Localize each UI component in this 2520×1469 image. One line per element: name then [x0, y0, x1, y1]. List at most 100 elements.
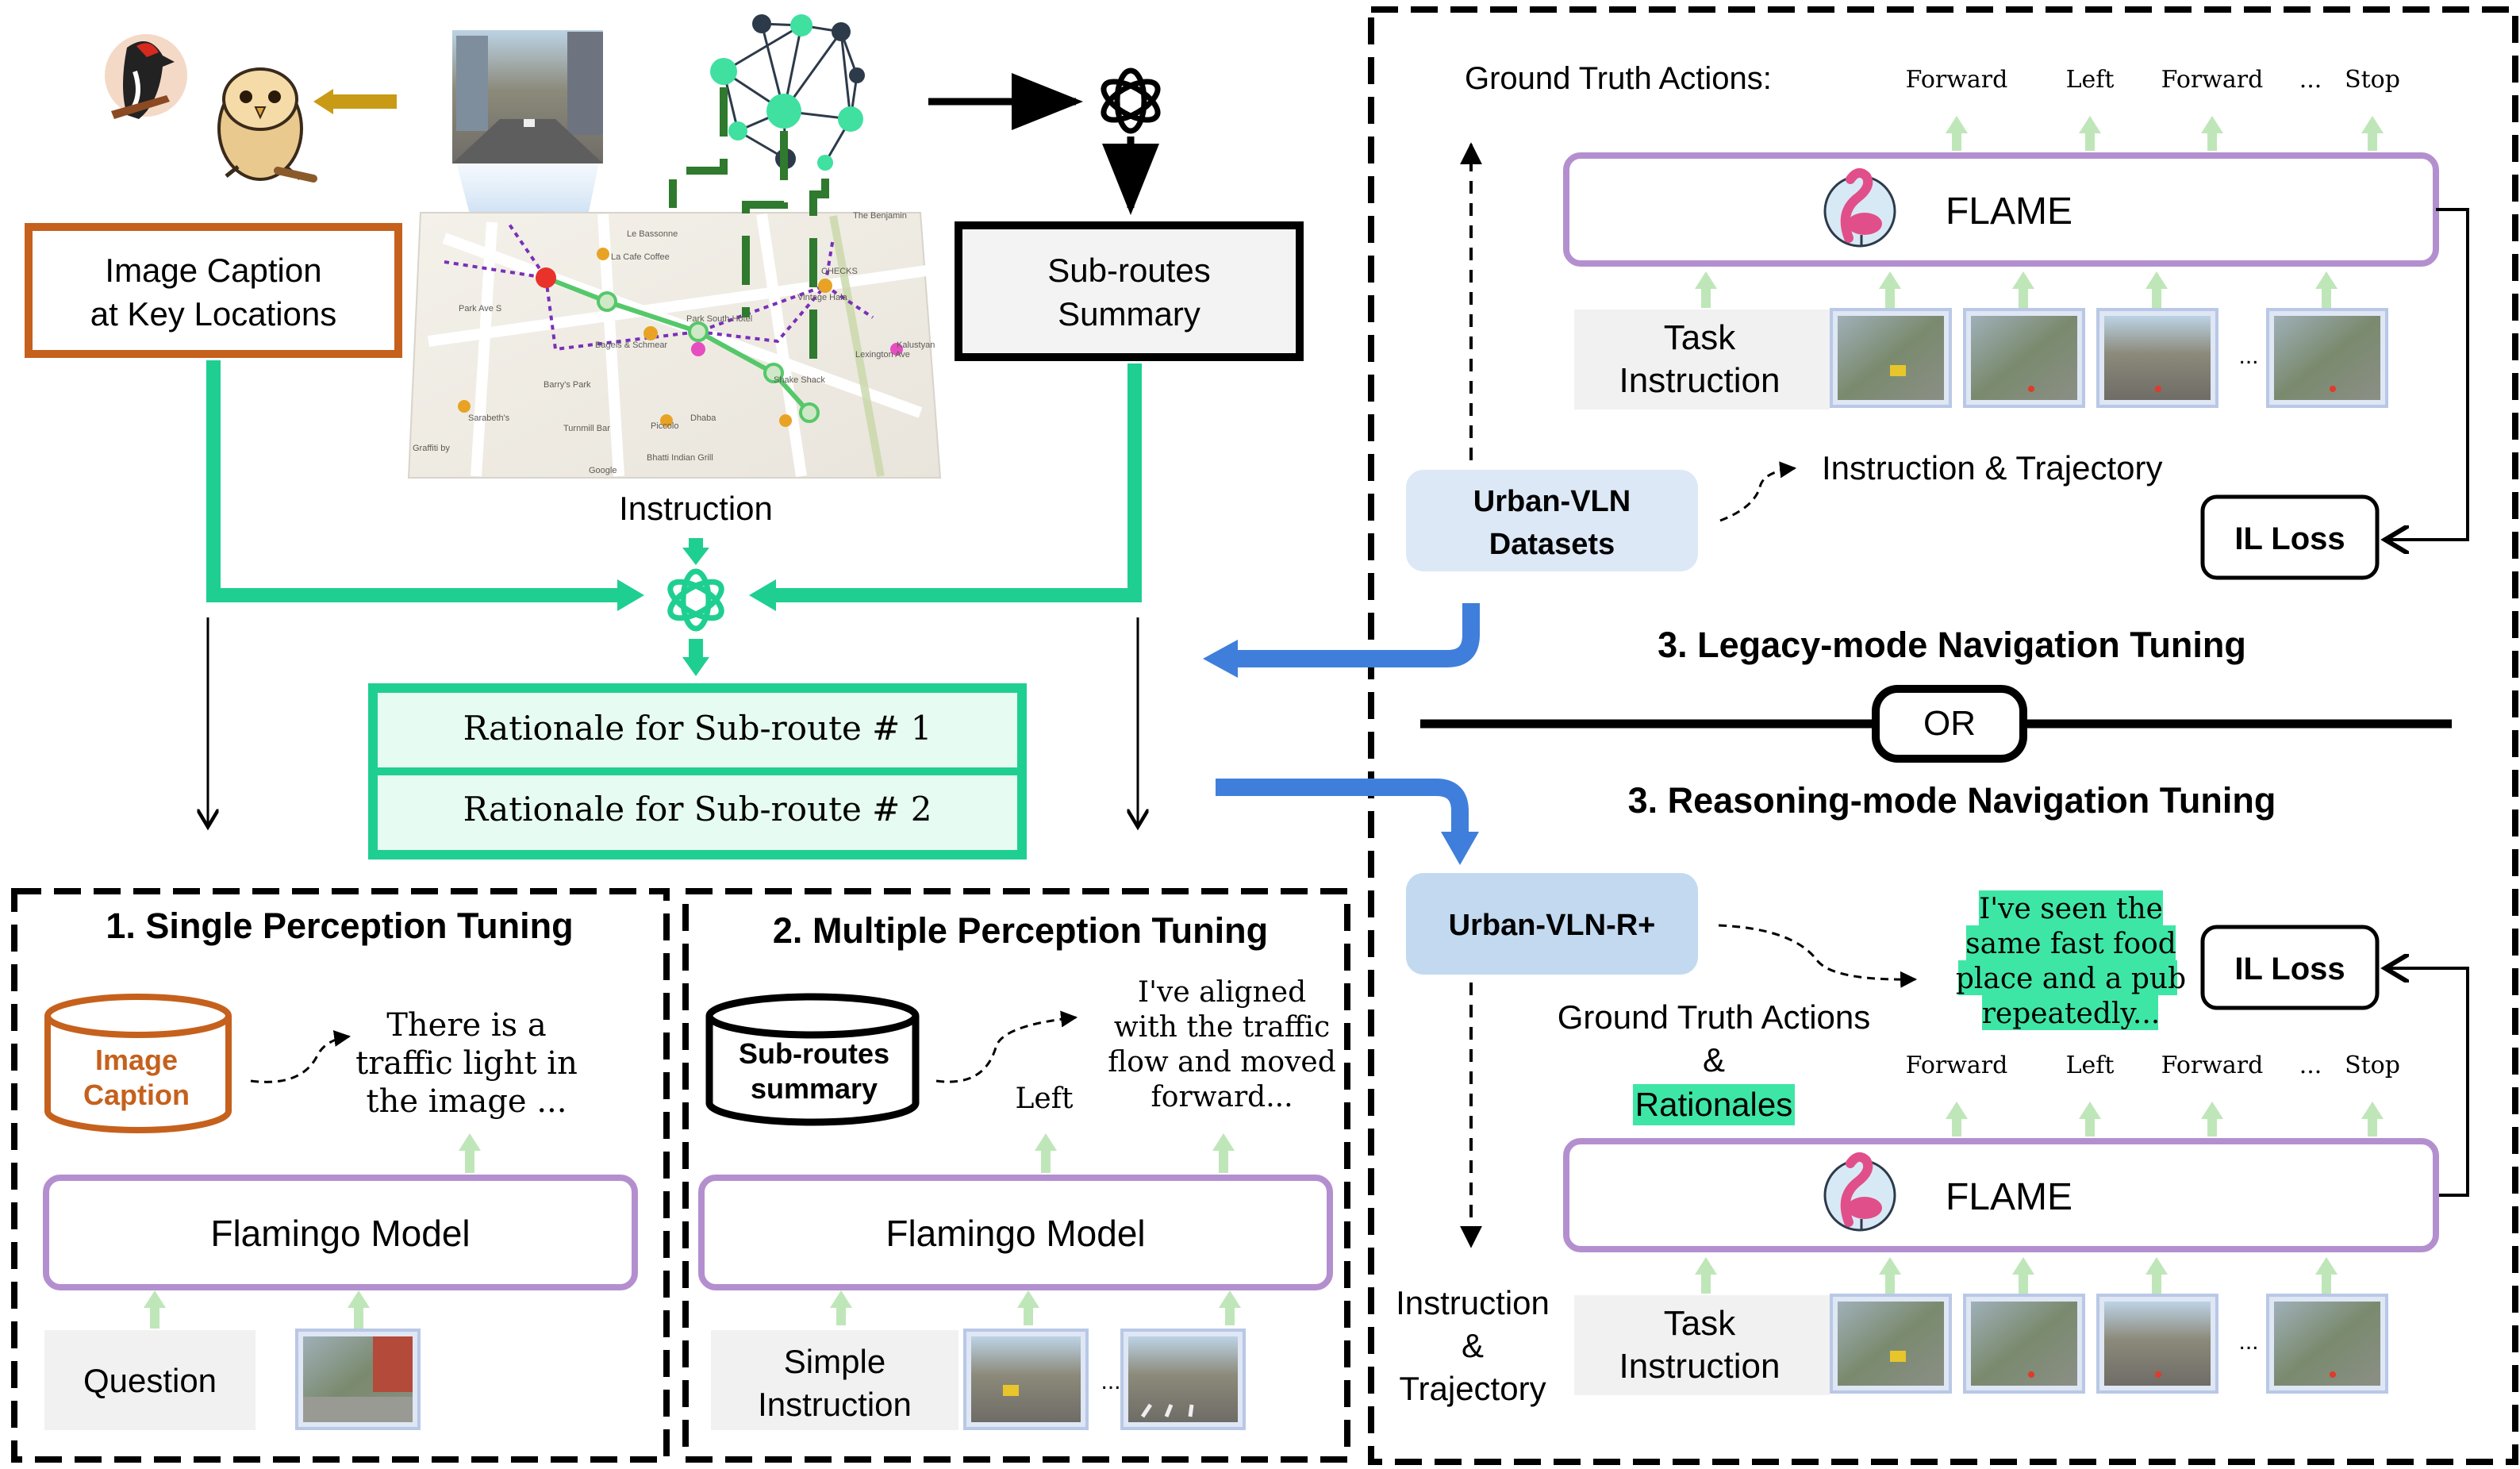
- stage2-output-line: I've aligned: [1138, 976, 1306, 1009]
- image-caption-line1: Image Caption: [105, 252, 321, 289]
- reasoning-dashed-curve: [1718, 924, 1918, 988]
- reasoning-ellipsis: ...: [2238, 1329, 2258, 1355]
- legacy-street-photos: [1830, 308, 2388, 408]
- map-label: The Benjamin: [853, 211, 907, 221]
- legacy-loss-box: [2200, 494, 2380, 580]
- question-label: Question: [83, 1362, 217, 1399]
- stage2-input-line2: Instruction: [758, 1386, 912, 1423]
- legacy-gt-label: Ground Truth Actions:: [1465, 61, 1772, 96]
- stage2-title: 2. Multiple Perception Tuning: [773, 910, 1268, 951]
- reasoning-task-box: [1574, 1295, 1830, 1395]
- legacy-up-arrows: [1695, 271, 2338, 308]
- reasoning-action: ...: [2299, 1052, 2322, 1079]
- stage1-dashed-box: [11, 888, 670, 1463]
- map-label: Park Ave S: [459, 304, 501, 313]
- legacy-loss-connector: [2385, 208, 2469, 540]
- gpt-icon-green: [667, 568, 724, 632]
- reasoning-task-line1: Task: [1664, 1304, 1736, 1343]
- stage2-flamingo-box: [698, 1175, 1333, 1290]
- map-label: Bhatti Indian Grill: [647, 453, 713, 463]
- legacy-dataset-line2: Datasets: [1489, 528, 1615, 561]
- stage2-output-line: with the traffic: [1114, 1011, 1330, 1044]
- legacy-task-line1: Task: [1664, 318, 1736, 357]
- reasoning-loss-box: [2200, 925, 2380, 1010]
- rationales-highlight: [1633, 1084, 1795, 1125]
- reasoning-task-line2: Instruction: [1619, 1347, 1781, 1386]
- blue-arrow-left: [1238, 603, 1480, 667]
- reasoning-rationale-line: I've seen the: [1979, 893, 2163, 925]
- neural-network-icon: [710, 14, 865, 171]
- legacy-up-arrows: [1946, 116, 2384, 151]
- map-label: CHECKS: [821, 267, 858, 276]
- reasoning-it-line3: Trajectory: [1399, 1370, 1546, 1407]
- reasoning-rationale-line: same fast food: [1965, 928, 2176, 960]
- instruction-label: Instruction: [619, 490, 773, 527]
- flamingo-icon: [1823, 167, 1896, 248]
- green-merge-lines: [206, 360, 1142, 659]
- map-label: Kalustyan: [897, 340, 935, 350]
- legacy-dataset-box: [1406, 470, 1698, 571]
- or-label: OR: [1923, 704, 1976, 743]
- stage2-ellipsis: ...: [1101, 1368, 1120, 1394]
- subroutes-summary-database: [705, 993, 920, 1126]
- stage2-output-line: forward...: [1151, 1081, 1293, 1113]
- woodpecker-icon: [105, 34, 187, 119]
- map-label: Park South Hotel: [686, 314, 752, 324]
- map-label: Barry's Park: [544, 380, 591, 390]
- stage1-output-line: the image ...: [367, 1083, 567, 1120]
- stage1-flamingo-box: [43, 1175, 638, 1290]
- map-label: Piccolo: [651, 421, 678, 431]
- reasoning-dataset-label: Urban-VLN-R+: [1449, 909, 1656, 942]
- reasoning-title: 3. Reasoning-mode Navigation Tuning: [1628, 780, 2276, 821]
- legacy-loss-label: IL Loss: [2234, 521, 2345, 556]
- image-caption-line2: at Key Locations: [90, 295, 337, 333]
- reasoning-action: Left: [2066, 1052, 2115, 1079]
- map-label: Google: [589, 466, 617, 475]
- reasoning-loss-label: IL Loss: [2234, 952, 2345, 986]
- reasoning-gt-line1: Ground Truth Actions: [1558, 998, 1871, 1036]
- stage1-db-line1: Image: [95, 1044, 178, 1076]
- reasoning-it-line2: &: [1462, 1327, 1484, 1364]
- blue-arrow-right: [1216, 779, 1469, 833]
- map-label: Graffiti by: [413, 444, 450, 453]
- stage1-output-line: traffic light in: [355, 1045, 578, 1082]
- stage2-up-arrow: [1035, 1133, 1057, 1151]
- reasoning-rationale-line: repeatedly...: [1982, 998, 2161, 1030]
- reasoning-flame-label: FLAME: [1946, 1176, 2072, 1218]
- legacy-task-line2: Instruction: [1619, 361, 1781, 400]
- reasoning-dataset-box: [1406, 873, 1698, 975]
- legacy-action: Stop: [2345, 66, 2400, 94]
- stage2-db-line1: Sub-routes: [739, 1037, 889, 1070]
- reasoning-rationale-line: place and a pub: [1956, 963, 2186, 995]
- street-photo-top: [452, 30, 603, 163]
- stage2-dashed-curve: [935, 1010, 1078, 1083]
- stage2-model-label: Flamingo Model: [885, 1213, 1145, 1254]
- legacy-dashed-curve: [1719, 461, 1797, 522]
- reasoning-street-photos: [1830, 1294, 2388, 1394]
- stage1-model-label: Flamingo Model: [210, 1213, 470, 1254]
- reasoning-action: Forward: [1906, 1052, 2008, 1079]
- image-caption-box: [25, 223, 402, 358]
- stage2-street-photo: [1120, 1329, 1246, 1430]
- stage2-up-arrow: [1212, 1133, 1235, 1151]
- rationale-box-1: [378, 693, 1017, 769]
- stage2-action-left: Left: [1015, 1083, 1074, 1115]
- stage2-up-arrow: [1017, 1290, 1039, 1308]
- stage2-up-arrow: [1219, 1290, 1241, 1308]
- question-box: [44, 1330, 255, 1430]
- stage1-street-photo: [295, 1329, 421, 1430]
- map-label: Lexington Ave: [855, 350, 910, 360]
- green-arrowhead-left: [617, 579, 644, 611]
- map-label: Turnmill Bar: [563, 424, 610, 433]
- legacy-action: ...: [2299, 66, 2322, 94]
- right-dashed-box: [1368, 6, 2518, 1465]
- map-label: Sarabeth's: [468, 413, 510, 423]
- legacy-action: Forward: [2161, 66, 2264, 94]
- stage2-up-arrow: [830, 1290, 852, 1308]
- stage2-db-line2: summary: [751, 1072, 878, 1105]
- reasoning-action: Stop: [2345, 1052, 2400, 1079]
- green-arrowhead-instr: [682, 548, 709, 565]
- reasoning-rationale-highlights: [1958, 890, 2177, 1030]
